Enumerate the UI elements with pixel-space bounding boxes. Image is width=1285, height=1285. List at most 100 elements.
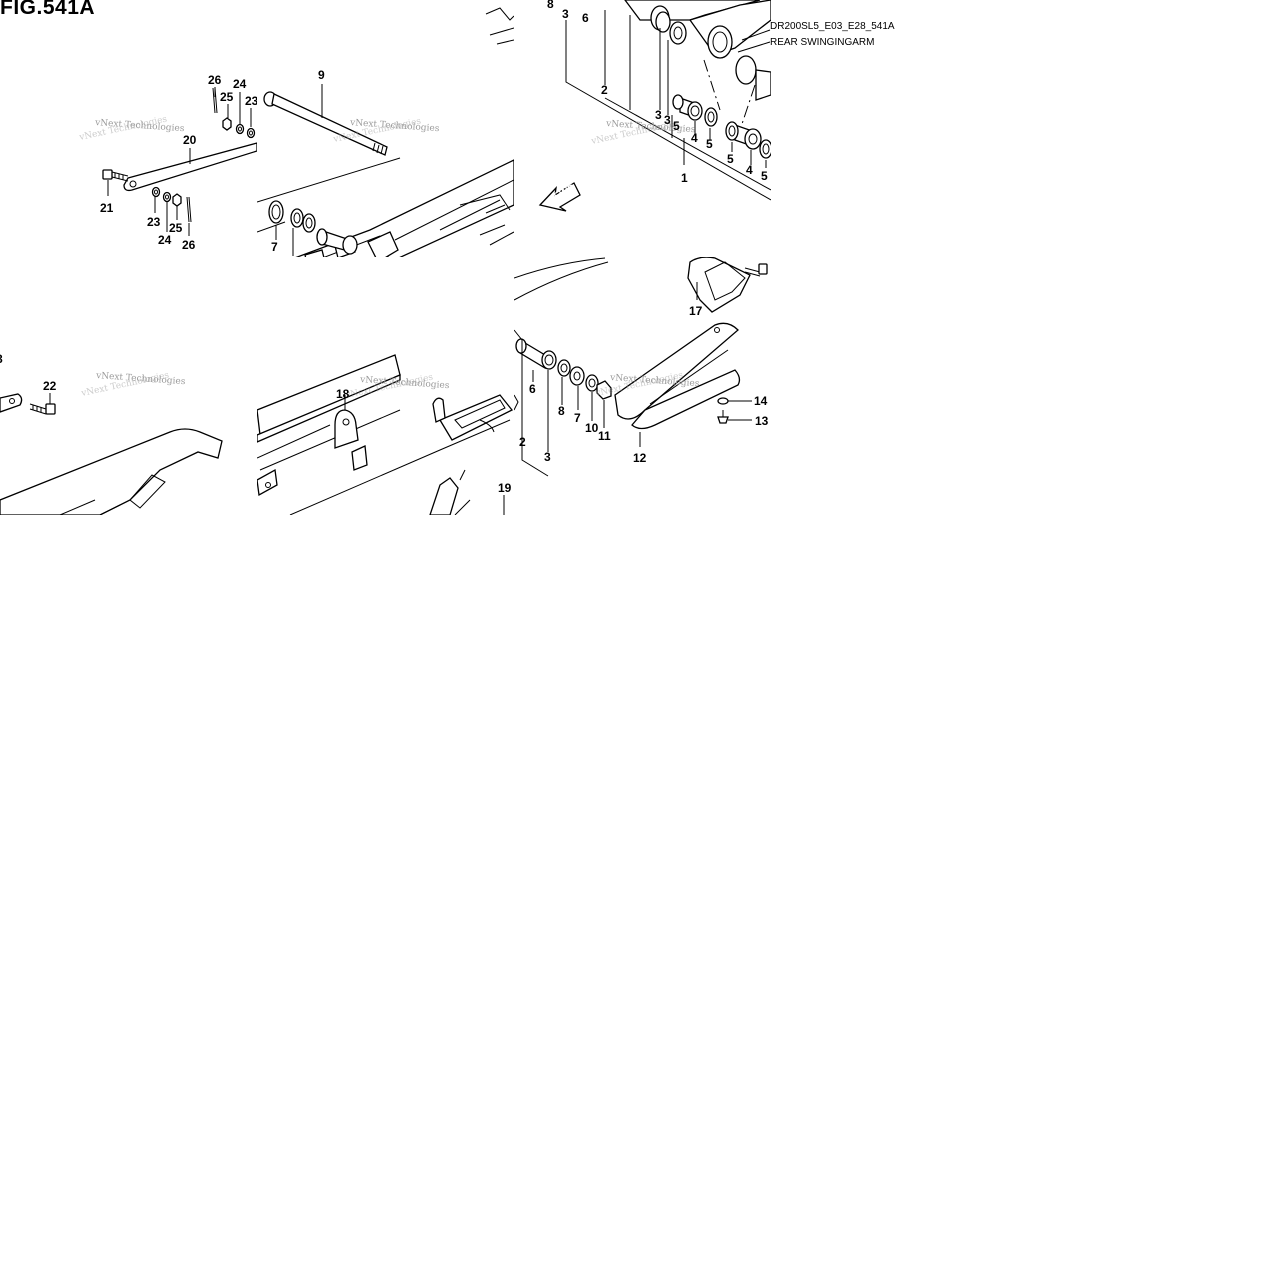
- figure-title: FIG.541A: [0, 0, 96, 19]
- bearing-4-b: [734, 124, 762, 150]
- pivot-panel: FWD vNext Technologies vNext Technologie…: [538, 0, 771, 212]
- washer-23-top: [246, 127, 256, 139]
- callout-4-pivot-a: 4: [691, 131, 698, 145]
- callout-12: 12: [633, 451, 647, 465]
- callout-24-bottom: 24: [158, 233, 172, 247]
- spacer-5-c: [759, 139, 771, 159]
- figure-code: DR200SL5_E03_E28_541A: [770, 21, 895, 32]
- chain-case-body: [0, 428, 223, 515]
- nut-25-top: [222, 117, 232, 131]
- spacer-5-a: [704, 107, 718, 127]
- callout-25-bottom: 25: [169, 221, 183, 235]
- callout-24-top: 24: [233, 77, 247, 91]
- callout-3-pivot-a: 3: [655, 108, 662, 122]
- callout-26-top: 26: [208, 73, 222, 87]
- spacer-5-b: [725, 121, 739, 141]
- torque-link-rod: [123, 142, 257, 192]
- axle-arm-panel: vNext Technologies vNext Technologies 9 …: [257, 7, 514, 415]
- callout-18: 18: [336, 387, 350, 401]
- callout-2-pivot: 2: [601, 83, 608, 97]
- buffer-panel: vNext Technologies vNext Technologies 17…: [514, 257, 769, 477]
- torque-link-panel: vNext Technologies vNext Technologies 26…: [78, 73, 259, 252]
- watermark-bl: vNext Technologies vNext Technologies: [80, 370, 186, 399]
- seal-3-a: [655, 11, 671, 33]
- centerline-tm: [390, 268, 460, 415]
- leader-lines-tl: [107, 87, 252, 236]
- washer-24-top: [235, 123, 245, 135]
- leader-lines-br: [514, 329, 605, 477]
- bolt-22: [29, 393, 56, 415]
- chain-case-panel: vNext Technologies vNext Technologies 8 …: [0, 352, 223, 515]
- guide-line: [257, 157, 401, 203]
- callout-16: 16: [413, 289, 427, 303]
- callout-2-buffer: 2: [519, 435, 526, 449]
- seal-7: [268, 200, 284, 224]
- callout-7: 7: [271, 240, 278, 254]
- callout-21: 21: [100, 201, 114, 215]
- callout-5-pivot-c: 5: [727, 152, 734, 166]
- callout-8-left: 8: [0, 352, 3, 366]
- watermark-tl: vNext Technologies vNext Technologies: [78, 114, 185, 143]
- callout-6-pivot: 6: [582, 11, 589, 25]
- washer-7: [569, 366, 585, 386]
- callout-13: 13: [755, 414, 769, 428]
- callout-7-buffer: 7: [574, 411, 581, 425]
- callout-1: 1: [681, 171, 688, 185]
- pin-6: [515, 338, 557, 370]
- watermark-tr: vNext Technologies vNext Technologies: [590, 118, 696, 147]
- bracket-tab: [0, 393, 23, 413]
- callout-23-bottom: 23: [147, 215, 161, 229]
- callout-5-pivot-d: 5: [761, 169, 768, 183]
- callout-8-buffer: 8: [558, 404, 565, 418]
- callout-8-pivot: 8: [547, 0, 554, 11]
- callout-10: 10: [585, 421, 599, 435]
- fwd-arrow: FWD: [538, 182, 581, 212]
- callout-25-top: 25: [220, 90, 234, 104]
- arm-body-panel: vNext Technologies vNext Technologies 18…: [257, 354, 514, 515]
- callout-3-pivot-top: 3: [562, 7, 569, 21]
- cotter-pin-26-bottom: [186, 196, 192, 223]
- bolt-21: [102, 169, 129, 182]
- callout-5-pivot-a: 5: [673, 119, 680, 133]
- bracket-lines: [565, 10, 771, 201]
- callout-4-pivot-b: 4: [746, 163, 753, 177]
- callout-11: 11: [598, 429, 611, 443]
- centerline-tr: [703, 59, 756, 131]
- callout-5-pivot-b: 5: [706, 137, 713, 151]
- nut-11: [596, 380, 612, 400]
- nut-25-bottom: [172, 193, 182, 207]
- callout-3-buffer: 3: [544, 450, 551, 464]
- callout-22: 22: [43, 379, 57, 393]
- swingarm-pivot-section: [624, 0, 771, 101]
- washer-10: [585, 374, 599, 392]
- washer-14: [717, 397, 752, 405]
- edge-mark: [514, 394, 519, 411]
- bushing: [316, 228, 358, 255]
- washer-24-bottom: [162, 191, 172, 203]
- washer: [290, 208, 304, 228]
- figure-name: REAR SWINGINGARM: [770, 37, 875, 48]
- callout-20: 20: [183, 133, 197, 147]
- seal-3-b: [669, 21, 687, 45]
- callout-14: 14: [754, 394, 768, 408]
- spacer: [302, 213, 316, 233]
- swingarm-frame: [257, 354, 514, 515]
- callout-19: 19: [498, 481, 512, 495]
- washer-23-bottom: [151, 186, 161, 198]
- callout-3-pivot-b: 3: [664, 113, 671, 127]
- callout-17: 17: [689, 304, 703, 318]
- buffer-12: [614, 322, 741, 447]
- callout-9: 9: [318, 68, 325, 82]
- spacer-5-d: [672, 94, 684, 110]
- bracket-18: [334, 395, 446, 471]
- arm-edge-lines: [514, 257, 609, 301]
- callout-15: 15: [314, 319, 328, 333]
- callout-6-buffer: 6: [529, 382, 536, 396]
- screw-13: [717, 410, 752, 424]
- top-strip: [485, 7, 514, 45]
- leader-lines-tm: [275, 225, 294, 256]
- washer-8: [557, 359, 571, 377]
- guard-17: [687, 257, 768, 313]
- callout-23-top: 23: [245, 94, 259, 108]
